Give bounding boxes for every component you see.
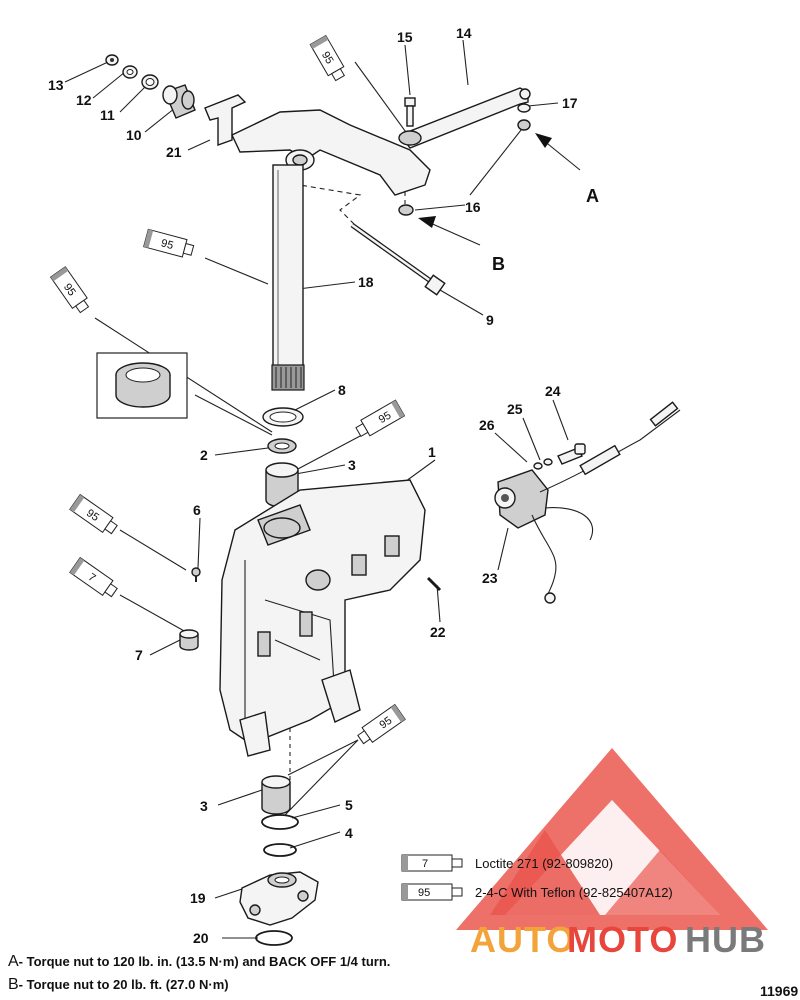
lubricant-tubes: 95 95 95 95 95 7 95 [49,34,406,745]
callout-1: 1 [428,444,436,460]
ring-5-icon [261,814,299,830]
callout-11: 11 [100,107,115,123]
tube-95-icon: 95 [143,228,195,258]
callout-4: 4 [345,825,353,841]
plate-21-icon [204,94,247,146]
washer-12-icon [122,65,138,79]
callout-24: 24 [545,383,561,399]
torque-note-b: B- Torque nut to 20 lb. ft. (27.0 N·m) [8,976,229,994]
callout-21: 21 [166,144,182,160]
callout-3-upper: 3 [348,457,356,473]
washer-11-icon [141,74,159,90]
callout-8: 8 [338,382,346,398]
bushing-10-icon [162,84,196,119]
washer-25-icon [543,458,553,466]
callout-23: 23 [482,570,498,586]
plug-7-icon [179,629,199,651]
nut-13-icon [105,54,119,66]
callout-9: 9 [486,312,494,328]
steering-arm-icon [231,109,431,196]
note-b-letter: B [8,976,19,993]
callout-7: 7 [135,647,143,663]
trim-sender-23-icon [494,401,681,604]
note-b-text: - Torque nut to 20 lb. ft. (27.0 N·m) [18,977,229,992]
svg-text:7: 7 [86,571,98,584]
callout-14: 14 [456,25,472,41]
tube-95-icon: 95 [309,34,346,82]
callout-17: 17 [562,95,578,111]
tube-95-icon: 95 [357,703,406,745]
swivel-bracket-1-icon [219,479,426,757]
steering-tube-18-icon [271,164,305,391]
tube-7-icon: 7 [69,556,118,598]
callout-13: 13 [48,77,64,93]
svg-text:7: 7 [422,858,428,870]
marker-b: B [492,254,505,274]
callout-6: 6 [193,502,201,518]
lower-yoke-19-icon [239,871,319,926]
watermark-logo [456,748,768,930]
seal-2-icon [267,438,297,454]
legend-teflon-text: 2-4-C With Teflon (92-825407A12) [475,885,673,900]
lubricant-legend: 7 Loctite 271 (92-809820) 95 2-4-C With … [401,854,673,901]
svg-text:HUB: HUB [685,919,766,960]
callout-18: 18 [358,274,374,290]
callout-5: 5 [345,797,353,813]
bolt-9-icon [350,222,446,296]
grease-fitting-6-icon [191,567,201,582]
note-a-text: - Torque nut to 120 lb. in. (13.5 N·m) a… [18,954,391,969]
nut-17-icon [517,103,531,113]
note-a-letter: A [8,953,19,970]
watermark-text: AUTO MOTO HUB [470,919,766,960]
nut-16b-icon [398,204,414,216]
callout-10: 10 [126,127,142,143]
tube-95-icon: 95 [355,399,406,438]
seal-detail-box [96,352,188,419]
screw-22-icon [426,576,442,592]
callout-3-lower: 3 [200,798,208,814]
parts [96,54,681,946]
reference-arrows: A B [418,133,599,274]
nut-16-icon [517,119,531,131]
svg-text:95: 95 [418,887,430,899]
bolt-15-icon [398,97,422,146]
callout-20: 20 [193,930,209,946]
tube-95-icon: 95 [69,493,118,535]
torque-note-a: A- Torque nut to 120 lb. in. (13.5 N·m) … [8,953,390,971]
legend-tube-7-icon: 7 [401,854,463,872]
legend-loctite-text: Loctite 271 (92-809820) [475,856,613,871]
svg-text:95: 95 [61,281,78,298]
callout-19: 19 [190,890,206,906]
svg-text:95: 95 [84,507,101,524]
callout-26: 26 [479,417,495,433]
svg-text:95: 95 [377,410,394,427]
callout-25: 25 [507,401,523,417]
tube-95-icon: 95 [49,266,90,314]
screw-24-icon [557,443,586,465]
callout-22: 22 [430,624,446,640]
callout-2: 2 [200,447,208,463]
figure-number: 11969 [760,983,798,999]
callout-15: 15 [397,29,413,45]
callout-12: 12 [76,92,92,108]
svg-text:MOTO: MOTO [567,919,678,960]
svg-text:95: 95 [319,50,336,67]
svg-text:95: 95 [377,715,394,732]
leader-lines [64,39,569,939]
washer-8-icon [262,407,304,427]
callout-16-lower: 16 [465,199,481,215]
marker-a: A [586,186,599,206]
link-rod-14-icon [398,87,529,149]
svg-text:95: 95 [160,237,175,252]
svg-text:AUTO: AUTO [470,919,575,960]
ring-4-icon [263,843,297,857]
ring-20-icon [255,930,293,946]
washer-26-icon [533,462,543,470]
legend-tube-95-icon: 95 [401,883,463,901]
bushing-3-lower-icon [261,775,291,815]
callout-numbers: 13 12 11 10 21 15 14 17 16 16 18 9 8 2 3… [48,25,578,946]
